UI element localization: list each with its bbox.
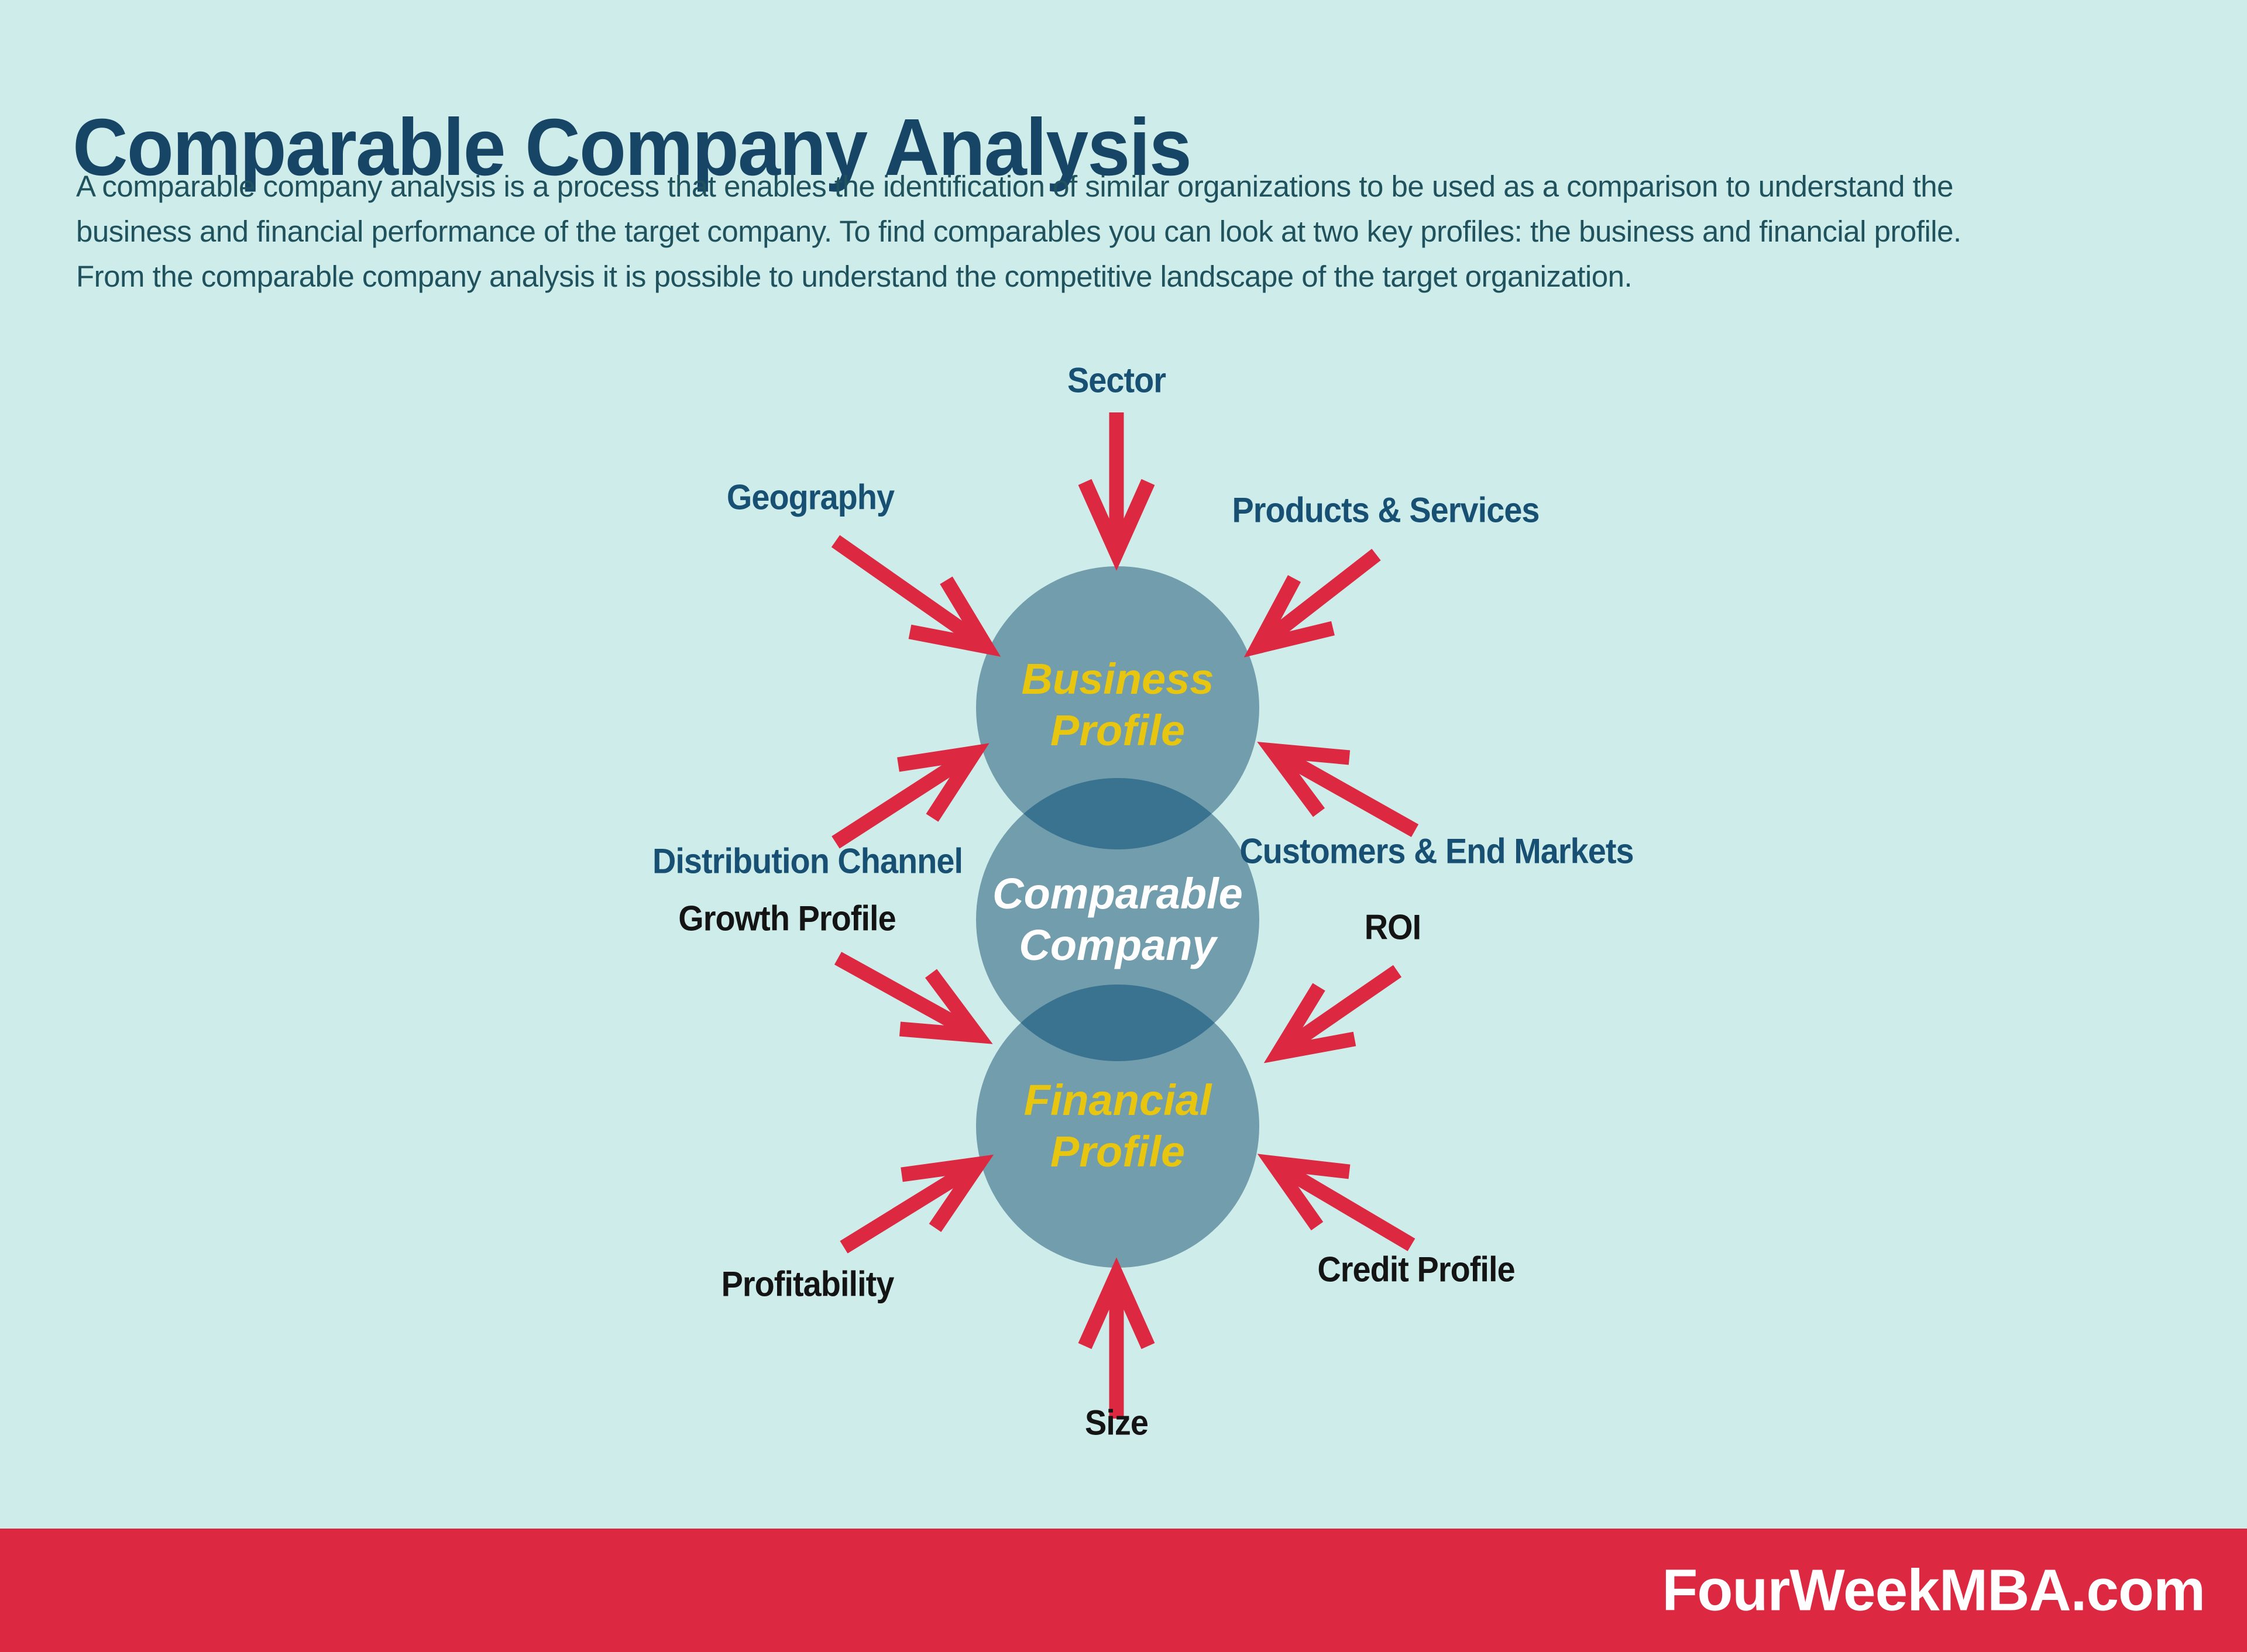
label-growth-profile: Growth Profile <box>678 899 896 938</box>
intro-line-2: business and financial performance of th… <box>76 215 1961 248</box>
business-profile-line-1: Business <box>1021 655 1214 703</box>
comparable-company-circle <box>976 778 1259 1061</box>
profitability-arrow <box>840 1158 982 1254</box>
page-title: Comparable Company Analysis <box>73 102 1192 193</box>
sector-arrowhead <box>1078 479 1155 571</box>
label-products-services: Products & Services <box>1232 490 1540 530</box>
products-services-arrow <box>1253 549 1381 652</box>
site-name: FourWeekMBA.com <box>1662 1557 2205 1623</box>
financial-profile-line-2: Profile <box>1050 1127 1186 1176</box>
customers-end-markets-arrow <box>1269 744 1419 837</box>
profitability-arrowhead <box>901 1154 994 1233</box>
customers-end-markets-arrowhead <box>1257 741 1351 817</box>
business-profile-circle <box>976 566 1259 849</box>
arrow-layer <box>831 412 1419 1419</box>
label-distribution-channel: Distribution Channel <box>652 841 963 881</box>
growth-profile-arrow <box>834 952 981 1042</box>
label-roi: ROI <box>1364 907 1421 947</box>
size-arrowhead <box>1078 1257 1155 1350</box>
intro-line-1: A comparable company analysis is a proce… <box>76 170 1954 203</box>
business-profile-label: Business Profile <box>1021 653 1214 756</box>
footer-banner: FourWeekMBA.com <box>0 1529 2247 1652</box>
comparable-company-line-1: Comparable <box>992 869 1243 918</box>
intro-paragraph: A comparable company analysis is a proce… <box>76 164 1961 299</box>
credit-profile-arrow <box>1269 1157 1415 1251</box>
label-size: Size <box>1085 1403 1149 1443</box>
products-services-arrowhead <box>1243 575 1335 658</box>
geography-arrow <box>831 535 991 653</box>
financial-profile-circle <box>976 985 1259 1268</box>
label-customers-end-markets: Customers & End Markets <box>1239 831 1634 871</box>
financial-profile-line-1: Financial <box>1023 1076 1212 1124</box>
label-geography: Geography <box>726 477 895 517</box>
growth-profile-arrowhead <box>899 969 993 1044</box>
business-profile-line-2: Profile <box>1050 706 1186 755</box>
geography-arrowhead <box>908 576 1001 657</box>
roi-arrowhead <box>1263 983 1356 1064</box>
label-credit-profile: Credit Profile <box>1317 1250 1515 1289</box>
credit-profile-arrowhead <box>1257 1154 1351 1231</box>
label-profitability: Profitability <box>721 1264 895 1304</box>
distribution-channel-arrowhead <box>897 743 989 822</box>
comparable-company-line-2: Company <box>1019 921 1217 969</box>
intro-line-3: From the comparable company analysis it … <box>76 260 1633 293</box>
roi-arrow <box>1274 965 1402 1059</box>
financial-profile-label: Financial Profile <box>1024 1075 1212 1178</box>
distribution-channel-arrow <box>832 746 978 849</box>
comparable-company-label: Comparable Company <box>992 868 1243 971</box>
label-sector: Sector <box>1067 360 1166 400</box>
